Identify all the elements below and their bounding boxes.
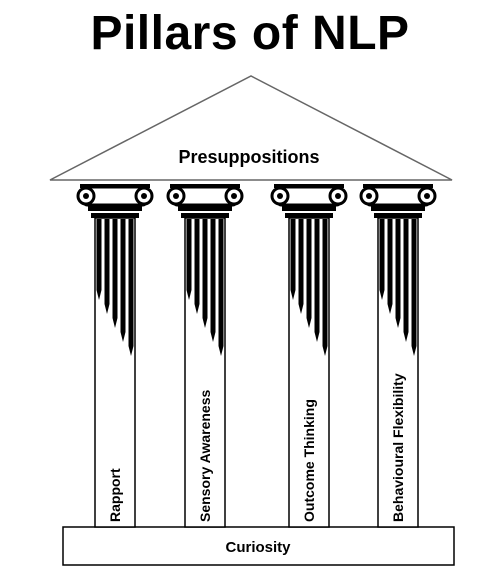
- pillar-volute-center: [141, 193, 147, 199]
- pillar-flute: [395, 219, 401, 328]
- pillar-capital-band: [371, 206, 425, 211]
- pillar-volute-center: [83, 193, 89, 199]
- diagram-title: Pillars of NLP: [90, 7, 410, 60]
- pillar-flute: [411, 219, 417, 356]
- pillar-flute: [112, 219, 118, 328]
- pillar-flute: [202, 219, 208, 328]
- pillar-flute: [322, 219, 328, 356]
- pillar-flute: [128, 219, 134, 356]
- pillar-capital-band: [181, 213, 229, 218]
- pillar-flute: [104, 219, 110, 314]
- pillars-group: Rapport Sensory Awareness Outcome Thinking…: [76, 184, 437, 528]
- roof-label: Presuppositions: [178, 147, 319, 167]
- pillar-capital-band: [88, 206, 142, 211]
- pillar-flute: [290, 219, 296, 300]
- pillar-flute: [379, 219, 385, 300]
- pillar-label: Behavioural Flexibility: [390, 373, 406, 522]
- base-foundation: [62, 526, 455, 566]
- base-label: Curiosity: [225, 539, 291, 556]
- pillar-capital-band: [374, 213, 422, 218]
- pillar-volute-center: [366, 193, 372, 199]
- pillar-shaft: [377, 217, 419, 528]
- pillar-volute-center: [173, 193, 179, 199]
- pillar-capital-band: [282, 206, 336, 211]
- pillar-volute-center: [424, 193, 430, 199]
- pillar-flute: [403, 219, 409, 342]
- pillar-label: Outcome Thinking: [301, 399, 317, 522]
- pillar-flute: [314, 219, 320, 342]
- roof-pediment: [49, 75, 453, 181]
- pillar-4: Behavioural Flexibility: [359, 184, 437, 528]
- pillar-flute: [194, 219, 200, 314]
- pillar-label: Rapport: [107, 468, 123, 522]
- pillar-flute: [218, 219, 224, 356]
- pillar-3: Outcome Thinking: [270, 184, 348, 528]
- pillar-capital-band: [91, 213, 139, 218]
- pillar-flute: [306, 219, 312, 328]
- pillar-1: Rapport: [76, 184, 154, 528]
- pillar-flute: [210, 219, 216, 342]
- pillar-volute-center: [335, 193, 341, 199]
- pillar-volute-center: [231, 193, 237, 199]
- pillar-shaft: [184, 217, 226, 528]
- pillar-flute: [387, 219, 393, 314]
- pillar-volute-center: [277, 193, 283, 199]
- pillar-capital-band: [285, 213, 333, 218]
- pillar-flute: [298, 219, 304, 314]
- pillar-capital-band: [178, 206, 232, 211]
- pillar-label: Sensory Awareness: [197, 389, 213, 522]
- pillar-flute: [186, 219, 192, 300]
- pillar-2: Sensory Awareness: [166, 184, 244, 528]
- pillar-flute: [96, 219, 102, 300]
- pillar-flute: [120, 219, 126, 342]
